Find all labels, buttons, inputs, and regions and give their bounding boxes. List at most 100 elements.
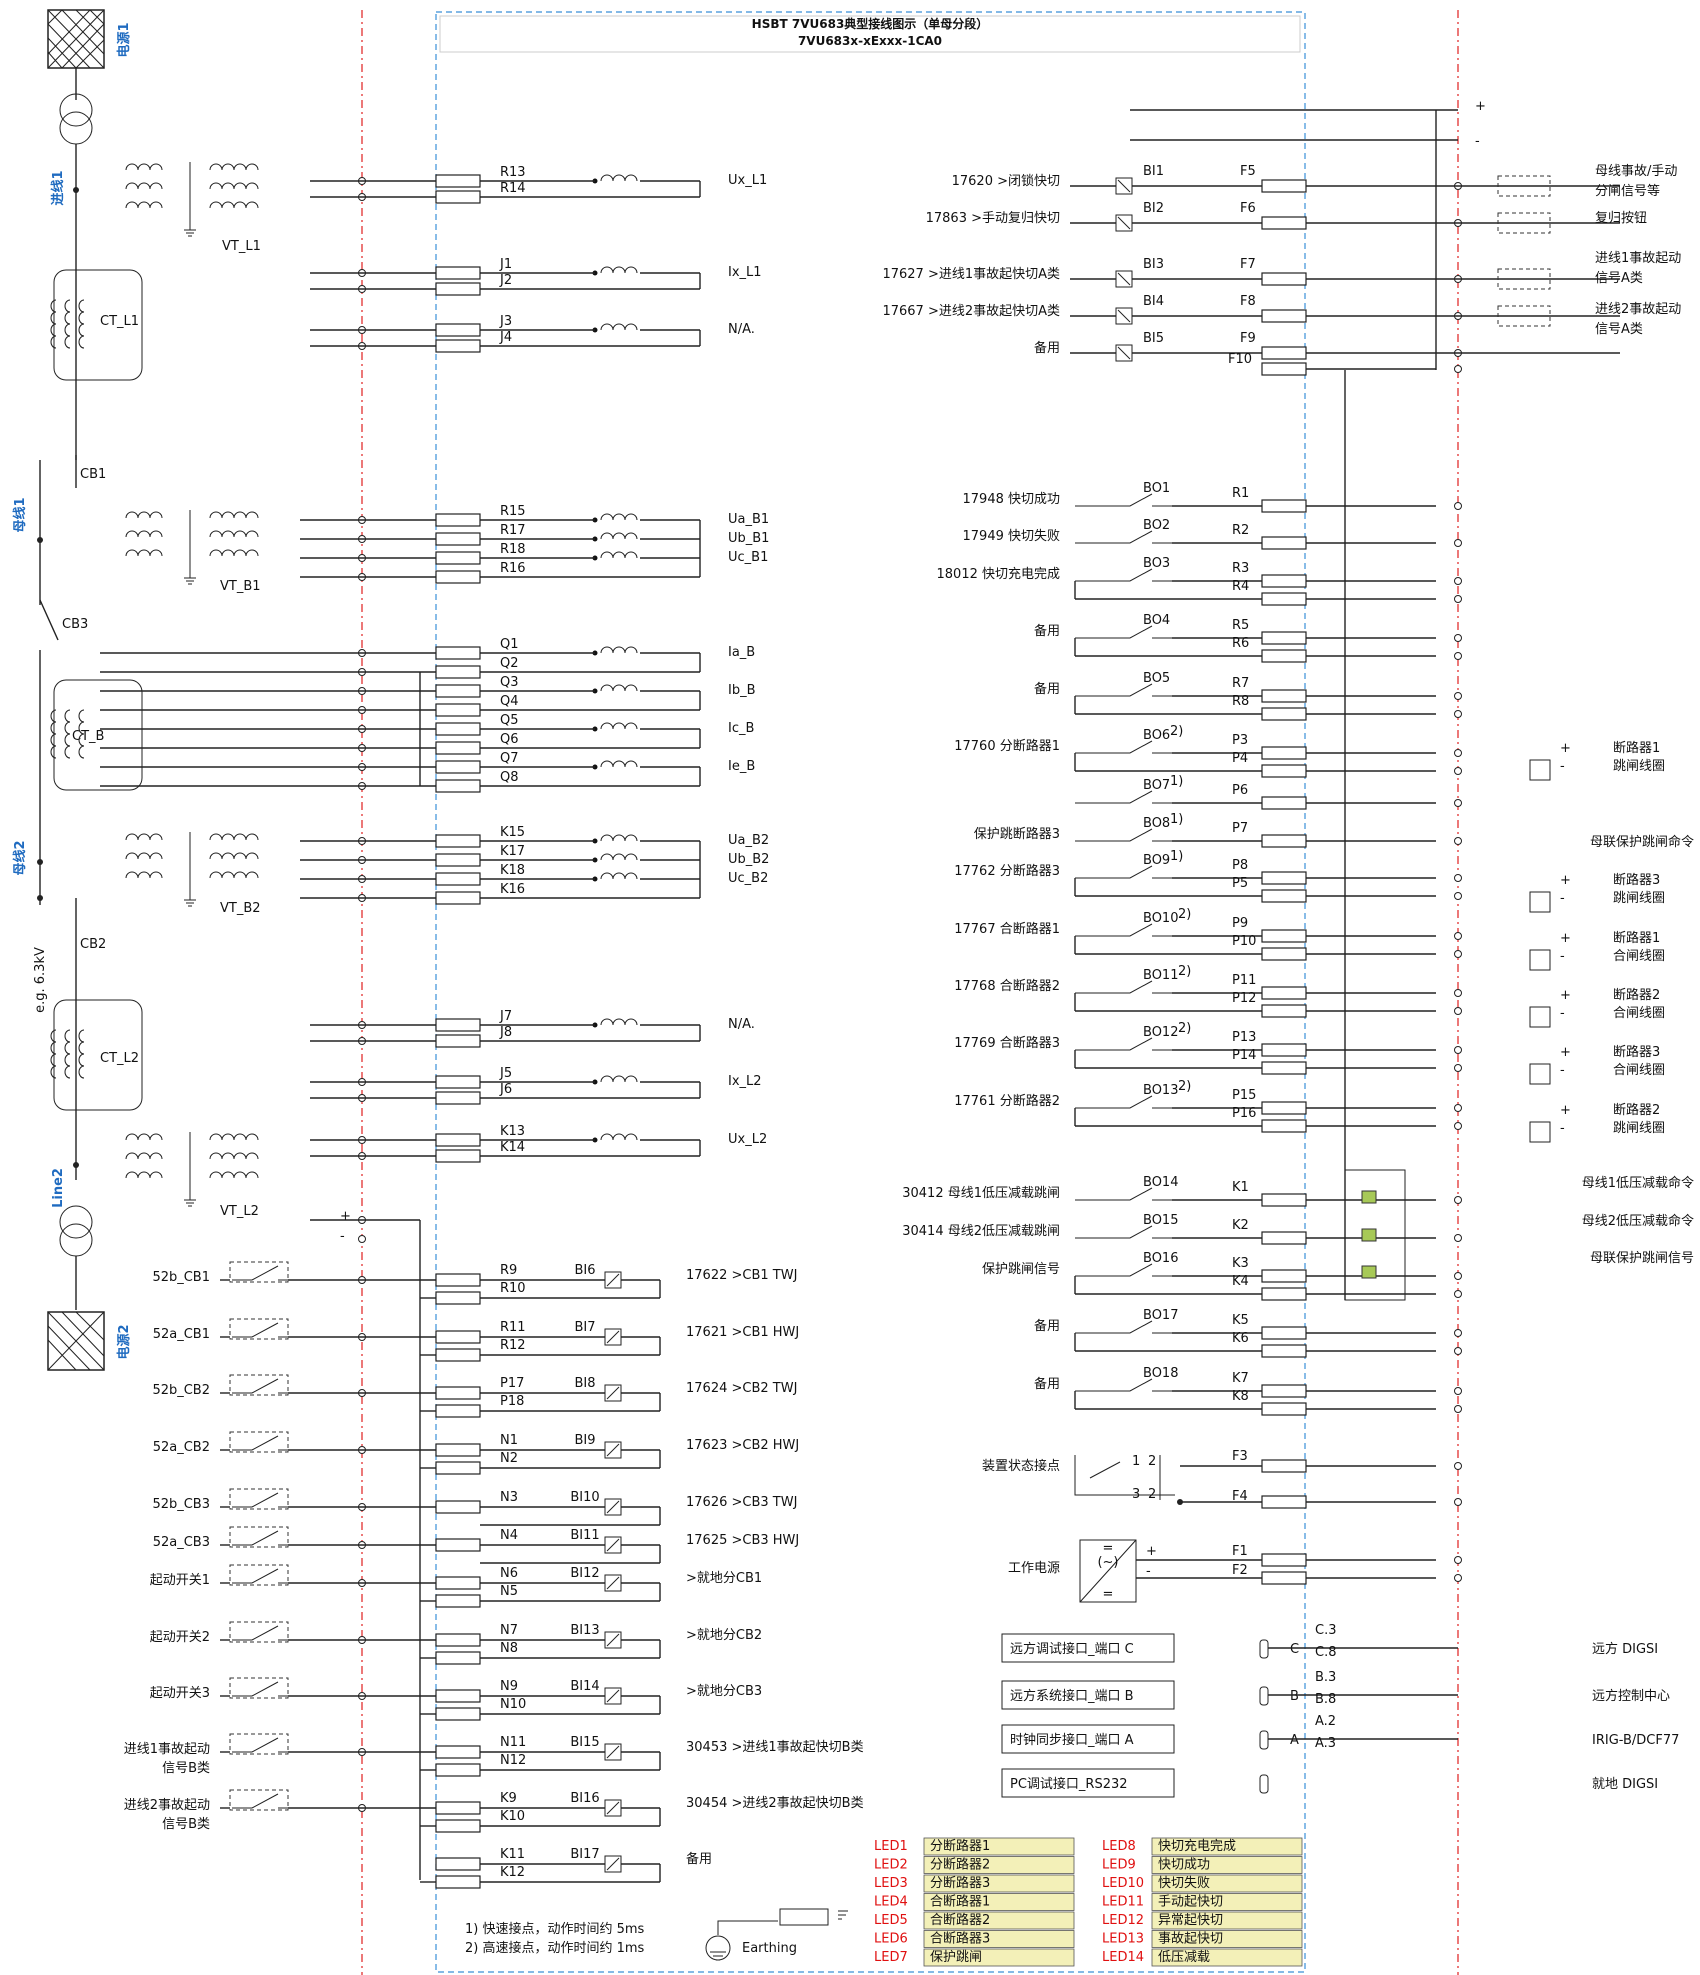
coil-icon	[600, 174, 638, 182]
ct-loop	[53, 999, 143, 1111]
led-id: LED1	[874, 1839, 908, 1854]
terminal	[1261, 834, 1307, 848]
bi-label: BI12	[570, 1566, 599, 1581]
terminal	[435, 1348, 481, 1362]
coil-icon	[600, 266, 638, 274]
coil-icon	[600, 323, 638, 331]
terminal-link-icon	[1454, 1574, 1462, 1582]
terminal	[435, 891, 481, 905]
terminal	[435, 1034, 481, 1048]
terminal-label: P12	[1232, 991, 1256, 1006]
status-label: 装置状态接点	[982, 1458, 1060, 1474]
bi-function-label: 17624 >CB2 TWJ	[686, 1381, 797, 1396]
led-id: LED4	[874, 1895, 908, 1910]
terminal	[1261, 1495, 1307, 1509]
no-contact-icon	[1075, 1378, 1172, 1392]
coil-icon	[600, 646, 638, 654]
contact-name-label: 起动开关3	[150, 1686, 210, 1701]
minus-label: -	[1146, 1564, 1151, 1579]
terminal-label: K9	[500, 1791, 517, 1806]
terminal-link-icon	[1454, 892, 1462, 900]
terminal-label: N11	[500, 1735, 526, 1750]
led-cell	[1151, 1930, 1303, 1948]
port-box	[1001, 1633, 1175, 1663]
bo-function-label: 17768 合断路器2	[954, 978, 1060, 994]
terminal	[435, 1149, 481, 1163]
terminal-label: Q2	[500, 656, 519, 671]
terminal-link-icon	[1454, 989, 1462, 997]
bo-function-label: 保护跳闸信号	[982, 1262, 1060, 1277]
terminal	[435, 1443, 481, 1457]
bo-target-label: 断路器1	[1613, 930, 1660, 946]
earth-symbol	[710, 1910, 848, 1961]
status-contact-icon	[1074, 1455, 1175, 1500]
bi-function-label: 17667 >进线2事故起快切A类	[882, 304, 1060, 319]
bo-label: BO15	[1143, 1213, 1178, 1228]
terminal	[435, 1330, 481, 1344]
bo-function-label: 18012 快切充电完成	[937, 566, 1061, 582]
terminal-label: N4	[500, 1528, 518, 1543]
terminal	[435, 1404, 481, 1418]
contact-name-label: 52b_CB3	[152, 1497, 210, 1512]
port-connector-icon	[1259, 1686, 1269, 1706]
bo-target-label: 断路器3	[1613, 1044, 1660, 1060]
bo-function-label: 30414 母线2低压减载跳闸	[902, 1224, 1060, 1239]
terminal	[1261, 1231, 1307, 1245]
terminal-label: F4	[1232, 1489, 1248, 1504]
port-destination-label: 远方控制中心	[1592, 1688, 1670, 1704]
bi-coil-slash	[606, 1443, 620, 1457]
bo-function-label: 17760 分断路器1	[954, 738, 1060, 754]
terminal	[435, 1651, 481, 1665]
terminal	[435, 1875, 481, 1889]
terminal-link-icon	[1454, 950, 1462, 958]
terminal	[1261, 1553, 1307, 1567]
terminal-link-icon	[1454, 1064, 1462, 1072]
port-label: 远方系统接口_端口 B	[1010, 1688, 1134, 1704]
bi-coil-slash	[606, 1633, 620, 1647]
no-contact-icon	[1075, 740, 1172, 754]
contact-name-label: 信号B类	[162, 1817, 210, 1832]
led-cell	[923, 1856, 1075, 1874]
no-contact-icon	[1075, 923, 1172, 937]
coil-icon	[600, 722, 638, 730]
power-slash	[1079, 1539, 1137, 1603]
power-label: 工作电源	[1008, 1561, 1060, 1576]
bo-function-label: 17767 合断路器1	[954, 921, 1060, 937]
bi-label: BI7	[574, 1320, 595, 1335]
plus-label: +	[1560, 1103, 1571, 1118]
terminal-label: R18	[500, 542, 526, 557]
bi-function-label: 17620 >闭锁快切	[952, 173, 1060, 189]
terminal-label: K17	[500, 844, 525, 859]
led-cell	[1151, 1874, 1303, 1893]
led-cell	[923, 1893, 1075, 1911]
bi-coil-slash	[1117, 272, 1131, 286]
footnote-marker: 2)	[1178, 1079, 1191, 1094]
terminal	[1261, 947, 1307, 961]
terminal-label: P10	[1232, 934, 1256, 949]
minus-label: -	[1560, 1006, 1565, 1021]
bo-function-label: 17949 快切失败	[963, 529, 1061, 544]
terminal-label: F5	[1240, 164, 1256, 179]
bi-coil-slash	[1117, 179, 1131, 193]
coil-icon	[600, 684, 638, 692]
bo-target-label: 合闸线圈	[1613, 949, 1665, 964]
source1-label: 电源1	[116, 22, 132, 57]
analog-signal-label: Ub_B2	[728, 852, 769, 867]
bo-label: BO17	[1143, 1308, 1178, 1323]
terminal-label: R9	[500, 1263, 517, 1278]
vt-coil-icon	[125, 182, 259, 190]
no-contact-icon	[1075, 790, 1172, 804]
bo-label: BO3	[1143, 556, 1170, 571]
footnote-marker: 1)	[1170, 812, 1183, 827]
bi-label: BI14	[570, 1679, 599, 1694]
bi-function-label: >就地分CB1	[686, 1571, 762, 1586]
cb1-label: CB1	[80, 467, 106, 482]
terminal-label: R1	[1232, 486, 1249, 501]
no-contact-icon	[232, 1322, 288, 1338]
no-contact-icon	[1075, 683, 1172, 697]
bo-label: BO11	[1143, 968, 1178, 983]
terminal	[435, 1075, 481, 1089]
no-contact-icon	[232, 1625, 288, 1641]
analog-signal-label: Uc_B2	[728, 871, 768, 886]
terminal-link-icon	[1454, 874, 1462, 882]
